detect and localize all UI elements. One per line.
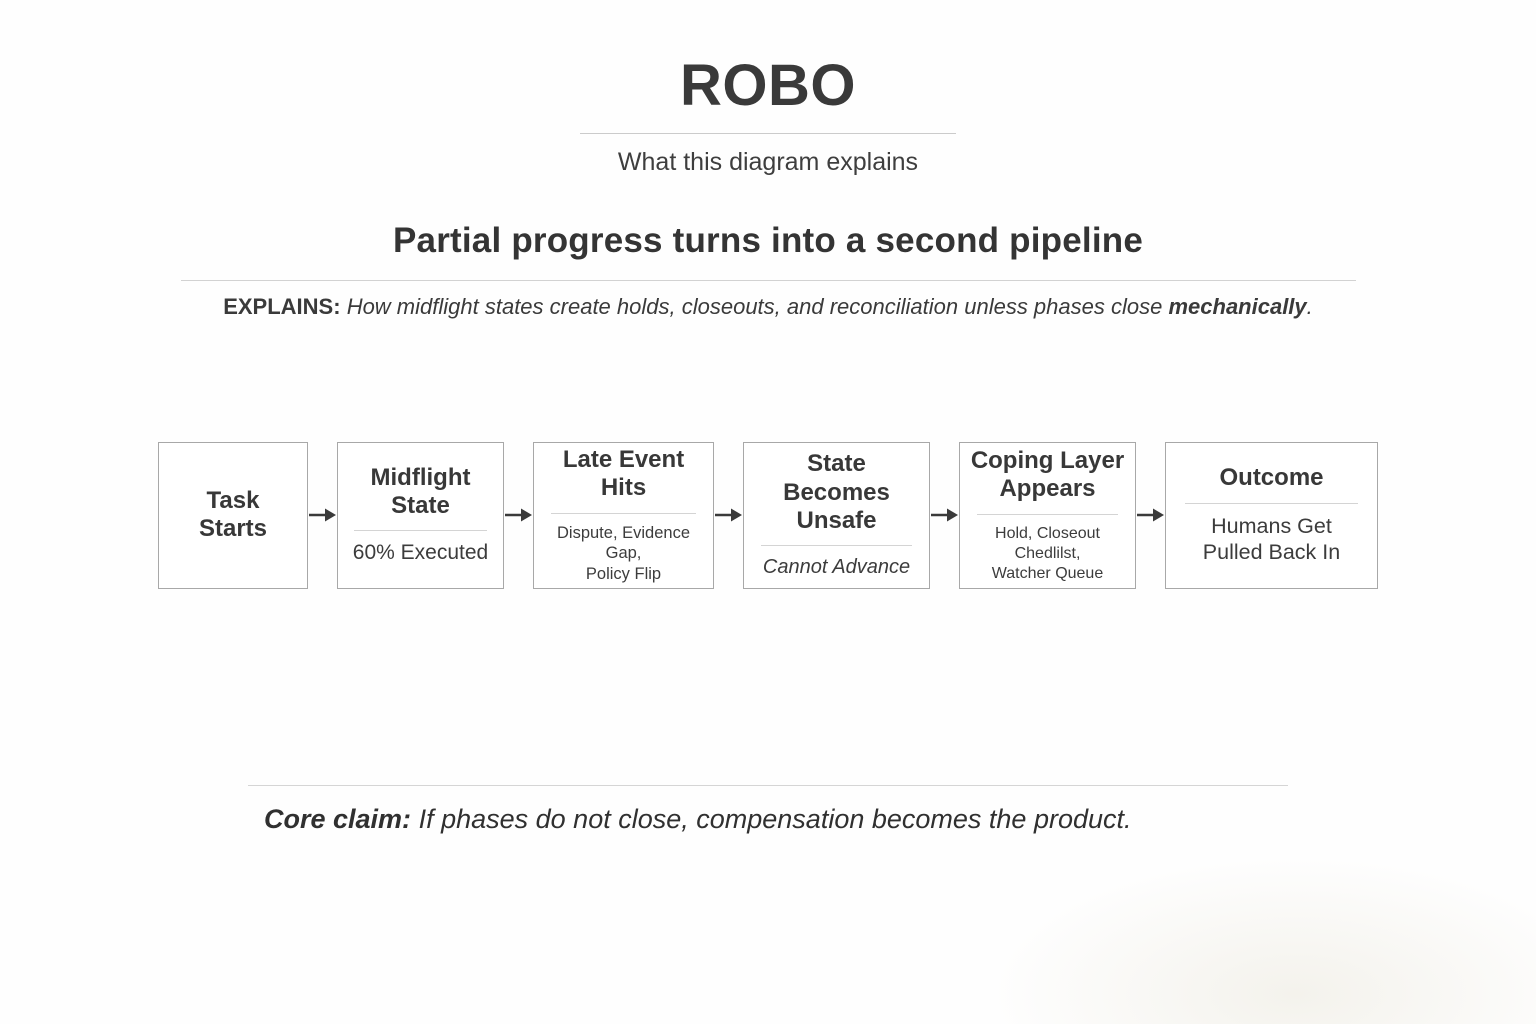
flow-step-subtitle: Humans Get Pulled Back In [1202, 513, 1341, 565]
core-claim-text: If phases do not close, compensation bec… [418, 803, 1132, 834]
explains-line: EXPLAINS: How midflight states create ho… [0, 294, 1536, 320]
flow-step-divider [550, 512, 697, 514]
flow-step-subtitle: Hold, Closeout Chedlilst, Watcher Queue [991, 524, 1104, 582]
flow-step-title: Outcome [1219, 464, 1324, 492]
header: ROBO What this diagram explains [0, 0, 1536, 177]
flow-step-coping-layer-appears: Coping Layer Appears Hold, Closeout Ched… [959, 441, 1136, 589]
arrow-right-icon [309, 508, 336, 522]
explains-label: EXPLAINS: [223, 293, 341, 319]
flow-step-subtitle: Cannot Advance [762, 556, 911, 579]
page-subtitle: What this diagram explains [617, 147, 919, 176]
flow-step-divider [353, 530, 488, 532]
explains-section: Partial progress turns into a second pip… [0, 221, 1536, 320]
core-claim-label: Core claim: [264, 803, 412, 834]
title-divider [580, 132, 956, 134]
flow-step-title: Task Starts [198, 486, 268, 543]
flow-step-midflight-state: Midflight State 60% Executed [337, 441, 504, 589]
flow-step-title: Midflight State [370, 463, 471, 520]
flow-step-divider [761, 545, 912, 547]
page-title: ROBO [680, 53, 856, 118]
footer: Core claim: If phases do not close, comp… [0, 784, 1536, 835]
flow-step-title: Coping Layer Appears [970, 446, 1125, 503]
explains-emphasis: mechanically [1168, 293, 1307, 319]
footer-divider [248, 784, 1288, 786]
arrow-right-icon [1137, 508, 1164, 522]
explains-body: How midflight states create holds, close… [346, 293, 1163, 319]
flow-step-late-event-hits: Late Event Hits Dispute, Evidence Gap, P… [533, 441, 714, 589]
flow-step-outcome: Outcome Humans Get Pulled Back In [1165, 441, 1378, 589]
arrow-right-icon [931, 508, 958, 522]
core-claim-line: Core claim: If phases do not close, comp… [248, 804, 1288, 835]
arrow-right-icon [505, 508, 532, 522]
flow-step-divider [1185, 502, 1358, 504]
flow-step-title: State Becomes Unsafe [783, 450, 890, 534]
section-heading: Partial progress turns into a second pip… [393, 220, 1143, 260]
flow-step-divider [976, 513, 1119, 515]
flow-step-title: Late Event Hits [562, 446, 685, 502]
flow-step-task-starts: Task Starts [158, 441, 308, 589]
flow-step-state-becomes-unsafe: State Becomes Unsafe Cannot Advance [743, 441, 930, 589]
arrow-right-icon [715, 508, 742, 522]
background-smudge [986, 854, 1536, 1024]
section-divider [180, 279, 1356, 281]
explains-suffix: . [1306, 293, 1313, 319]
flow-step-subtitle: 60% Executed [352, 541, 489, 565]
flow-row: Task Starts Midflight State 60% Executed… [0, 441, 1536, 589]
flow-step-subtitle: Dispute, Evidence Gap, Policy Flip [557, 523, 690, 583]
